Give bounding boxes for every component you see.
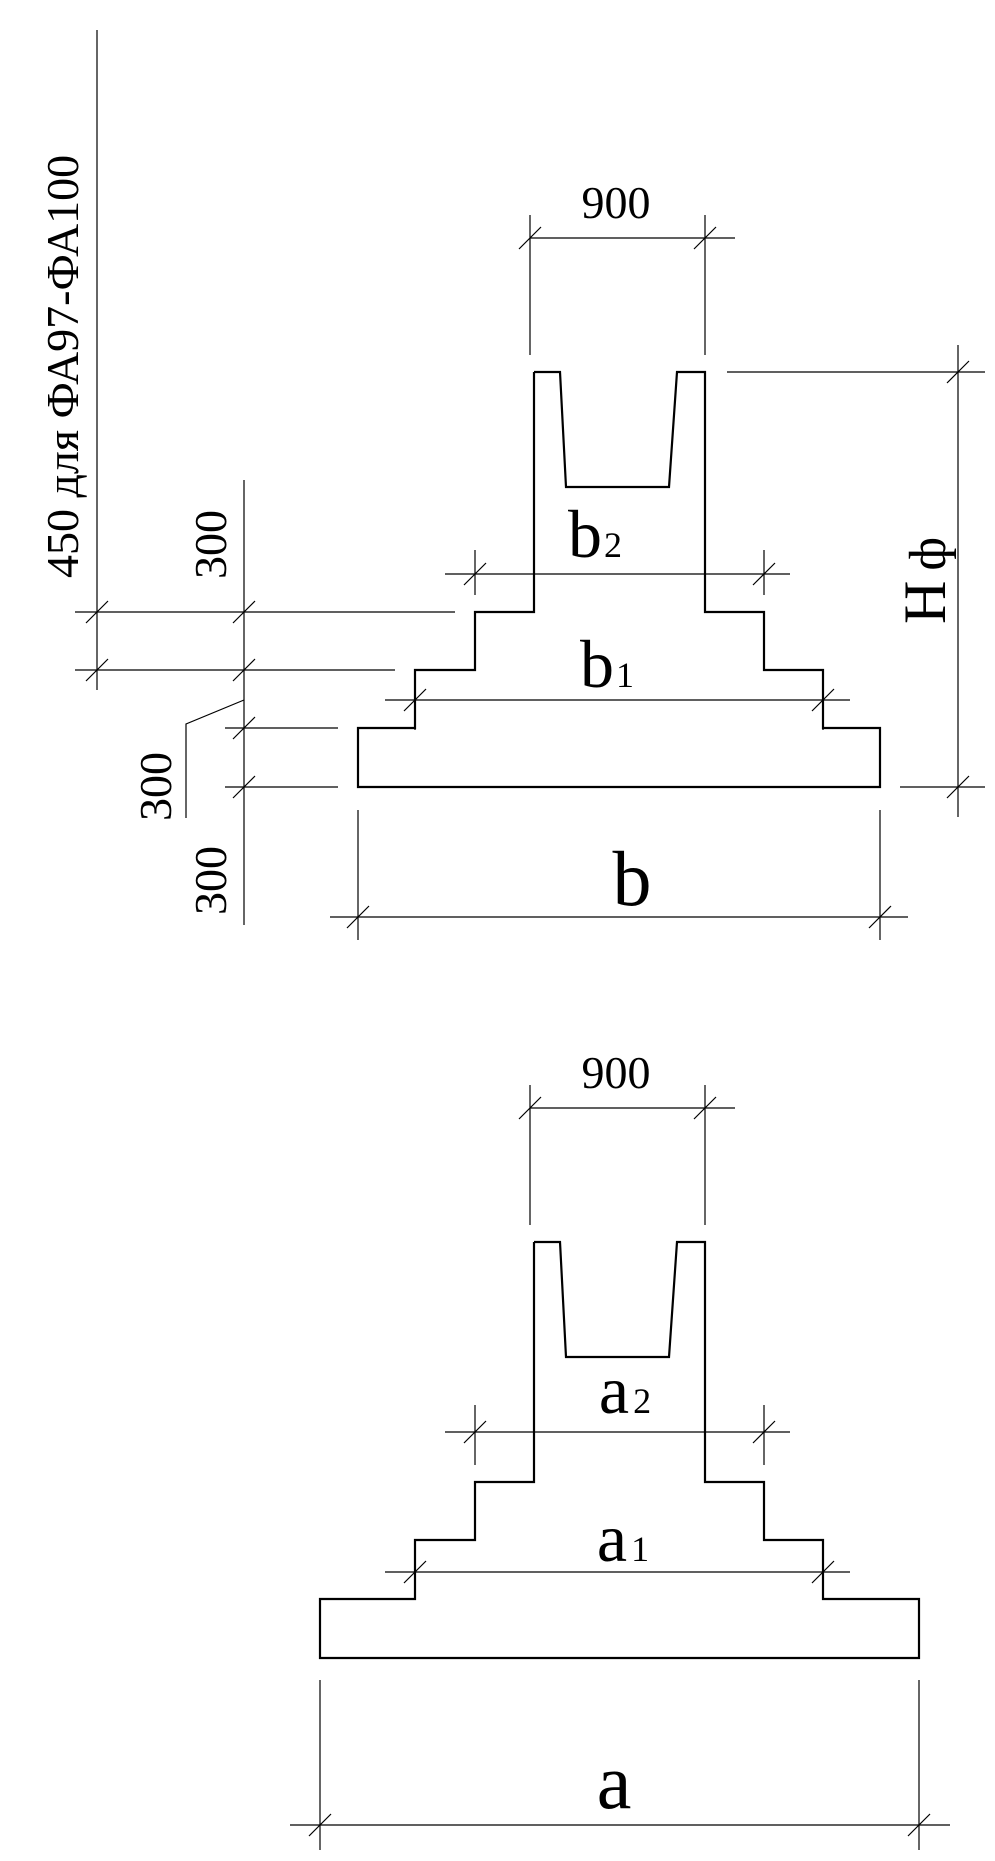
top-dim-900: 900 [518, 177, 735, 355]
svg-text:Hф: Hф [892, 537, 958, 624]
top-dim-h: Hф [727, 345, 985, 817]
svg-text:b1: b1 [580, 626, 634, 702]
top-label-b2-sub: 2 [604, 525, 622, 565]
top-label-h-sub: ф [900, 537, 957, 571]
top-foundation-outline [356, 370, 882, 789]
top-dim-900-text: 900 [582, 177, 651, 228]
top-foundation-view: 900 b2 b1 [37, 30, 985, 940]
left-note-450: 450 для ФА97-ФА100 [37, 155, 88, 578]
svg-text:b2: b2 [568, 496, 622, 572]
top-dim-b: b [330, 810, 908, 940]
bottom-foundation-outline [318, 1240, 921, 1660]
bottom-label-a2: a [599, 1352, 629, 1428]
top-label-b: b [613, 835, 652, 922]
top-label-b1-sub: 1 [616, 655, 634, 695]
bottom-dim-900-text: 900 [582, 1047, 651, 1098]
bottom-label-a2-sub: 2 [633, 1381, 651, 1421]
svg-text:a1: a1 [597, 1500, 649, 1576]
top-dim-b1: b1 [385, 626, 850, 730]
bottom-dim-a: a [290, 1680, 950, 1850]
left-dim-300-a: 300 [185, 510, 236, 579]
bottom-dim-900: 900 [518, 1047, 735, 1225]
bottom-label-a1: a [597, 1500, 627, 1576]
left-dim-300-b: 300 [130, 752, 181, 821]
bottom-label-a: a [597, 1738, 632, 1825]
top-label-b2: b [568, 496, 602, 572]
left-dim-300-c: 300 [185, 846, 236, 915]
top-label-h: H [892, 581, 958, 624]
top-dim-b2: b2 [445, 496, 790, 595]
bottom-label-a1-sub: 1 [631, 1529, 649, 1569]
top-label-b1: b [580, 626, 614, 702]
svg-text:a2: a2 [599, 1352, 651, 1428]
top-left-dims: 450 для ФА97-ФА100 300 300 300 [37, 30, 455, 925]
